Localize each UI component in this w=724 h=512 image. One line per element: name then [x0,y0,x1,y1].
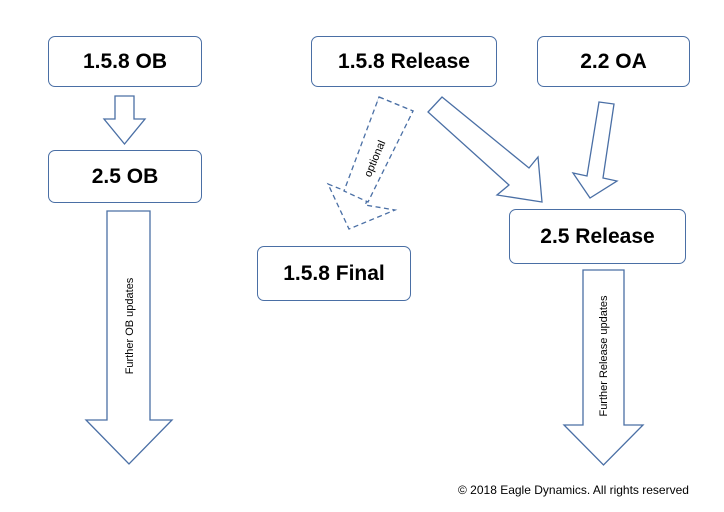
label-further-ob-updates: Further OB updates [124,277,136,374]
node-25-release: 2.5 Release [509,209,686,264]
arrow-158ob-to-25ob [102,95,147,146]
arrow-22oa-to-25rel [571,101,619,199]
arrow-further-release-updates [562,269,645,466]
node-22-oa: 2.2 OA [537,36,690,87]
copyright-notice: © 2018 Eagle Dynamics. All rights reserv… [458,483,689,497]
arrow-optional-158final-shaft [343,96,414,203]
arrow-further-ob-updates [84,210,174,465]
node-25-ob: 2.5 OB [48,150,202,203]
arrow-158rel-to-25rel [427,96,543,203]
node-158-final: 1.5.8 Final [257,246,411,301]
label-further-release-updates: Further Release updates [598,295,610,417]
node-158-release: 1.5.8 Release [311,36,497,87]
node-158-ob: 1.5.8 OB [48,36,202,87]
